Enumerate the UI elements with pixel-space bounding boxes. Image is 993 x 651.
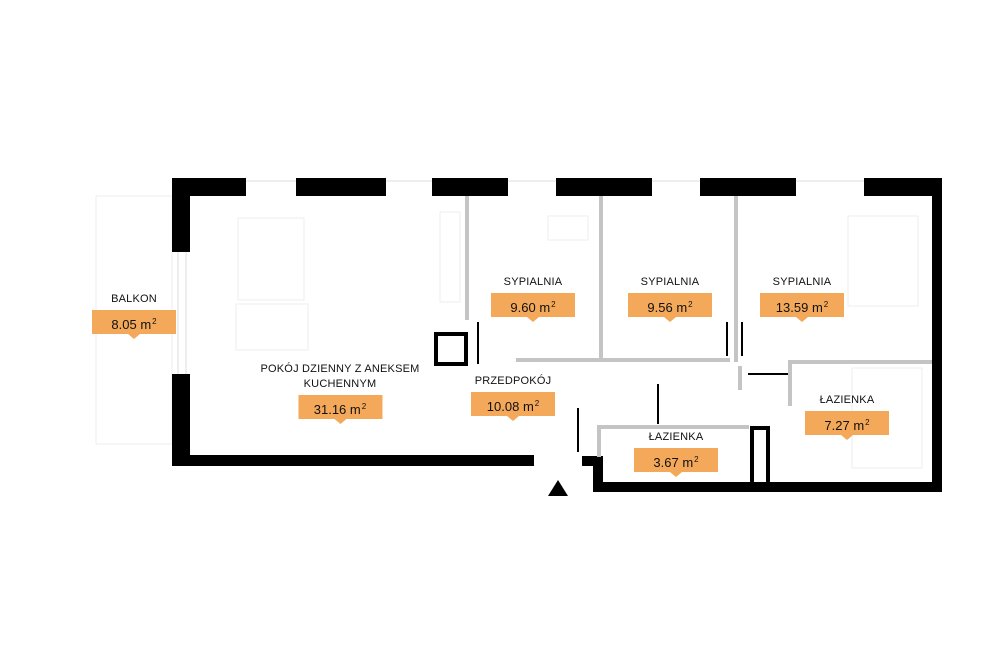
area-value: 10.08 [486,399,520,414]
area-value: 9.60 [510,300,536,315]
room-przedpokoj: PRZEDPOKÓJ 10.08 m2 [471,374,555,421]
area-unit: m [522,399,534,414]
room-sypialnia-1: SYPIALNIA 9.60 m2 [491,275,575,322]
bathroom-installation-box [750,426,770,486]
room-lazienka-large: ŁAZIENKA 7.27 m2 [805,393,889,440]
room-balkon: BALKON 8.05 m2 [92,292,176,339]
room-name: BALKON [111,293,157,305]
room-sypialnia-2: SYPIALNIA 9.56 m2 [628,275,712,322]
area-badge: 3.67 m2 [634,448,718,477]
room-lazienka-small: ŁAZIENKA 3.67 m2 [634,430,718,477]
area-exponent: 2 [152,317,157,326]
area-badge: 9.56 m2 [628,293,712,322]
furniture-outlines [95,195,923,469]
interior-partitions [465,196,932,457]
area-exponent: 2 [361,402,367,411]
area-unit: m [853,418,865,433]
area-value: 7.27 [824,418,850,433]
area-unit: m [682,455,694,470]
room-name-line2: KUCHENNYM [303,378,377,390]
area-value: 8.05 [111,317,137,332]
area-unit: m [539,300,551,315]
area-value: 13.59 [775,300,809,315]
room-name-line1: POKÓJ DZIENNY Z ANEKSEM [260,363,420,375]
area-badge: 9.60 m2 [491,293,575,322]
room-name: SYPIALNIA [503,276,563,288]
room-name: SYPIALNIA [772,276,832,288]
entrance-arrow-icon [548,480,568,496]
area-badge: 31.16 m2 [297,395,382,424]
area-badge: 8.05 m2 [92,310,176,339]
area-badge: 10.08 m2 [471,392,555,421]
exterior-walls [172,178,942,492]
area-badge: 7.27 m2 [805,411,889,440]
area-exponent: 2 [694,455,699,464]
area-exponent: 2 [688,300,693,309]
ventilation-shaft [434,332,468,366]
area-unit: m [811,300,823,315]
area-unit: m [140,317,152,332]
room-name: ŁAZIENKA [819,394,875,406]
area-badge: 13.59 m2 [760,293,844,322]
area-value: 3.67 [653,455,679,470]
room-sypialnia-3: SYPIALNIA 13.59 m2 [760,275,844,322]
room-name: ŁAZIENKA [648,431,704,443]
door-leaves [477,322,788,452]
room-name: SYPIALNIA [640,276,700,288]
area-exponent: 2 [534,399,540,408]
area-exponent: 2 [551,300,556,309]
window-lines [177,180,864,374]
area-exponent: 2 [865,418,870,427]
room-pokoj-dzienny: POKÓJ DZIENNY Z ANEKSEM KUCHENNYM 31.16 … [260,362,420,424]
area-value: 31.16 [313,402,347,417]
area-unit: m [676,300,688,315]
area-value: 9.56 [647,300,673,315]
area-exponent: 2 [823,300,829,309]
area-unit: m [349,402,361,417]
room-name: PRZEDPOKÓJ [474,375,552,387]
